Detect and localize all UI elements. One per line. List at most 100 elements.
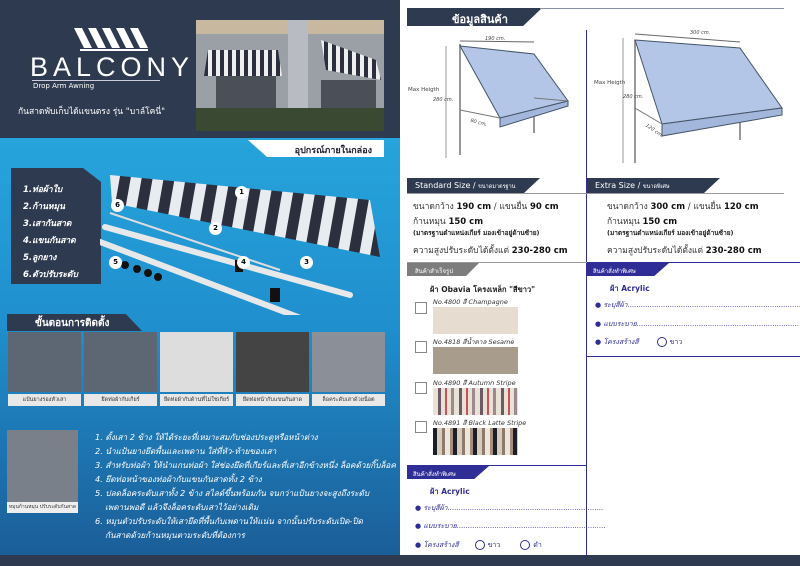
callout-1: 1	[235, 186, 248, 199]
column-divider	[586, 30, 587, 556]
field-label: โครงสร้างสี	[603, 338, 639, 346]
callout-3: 3	[300, 256, 313, 269]
swatch-champagne	[433, 307, 518, 334]
spec-text: ความสูงปรับระดับได้ตั้งแต่	[413, 246, 512, 256]
spec-text: ขนาดกว้าง	[413, 202, 457, 212]
logo-divider	[32, 80, 160, 81]
header-rule	[540, 8, 784, 9]
brand-subtitle: Drop Arm Awning	[33, 82, 95, 90]
swatch-label: No.4800 สี Champagne	[433, 298, 508, 306]
step-text: 1. ตั้งเสา 2 ข้าง ให้ได้ระยะที่เหมาะสมกั…	[95, 432, 318, 442]
spec-text: / แขนยื่น	[685, 202, 724, 212]
diagram-standard	[445, 40, 569, 158]
ready-made-tab: สินค้าสำเร็จรูป	[407, 263, 479, 276]
custom-fabric-title-left: ผ้า Acrylic	[430, 487, 470, 496]
field-label: แบบระบาย	[423, 522, 457, 530]
ext-gear-note: (มาตรฐานตำแหน่งเกียร์ มองเข้าอยู่ด้านซ้า…	[607, 229, 734, 237]
field-label: ระบุสีผ้า	[603, 301, 628, 309]
standard-size-label: Standard Size /	[415, 181, 479, 190]
parts-list: 1.ท่อผ้าใบ 2.ก้านหมุน 3.เสากันสาด 4.แขนก…	[11, 168, 101, 284]
step-text: 5. ปลดล็อคระดับเสาทั้ง 2 ข้าง สไลด์ขึ้นพ…	[95, 488, 370, 498]
swatch-checkbox[interactable]	[415, 341, 427, 353]
part-item: 5.ลูกยาง	[23, 253, 57, 263]
callout-5: 5	[109, 256, 122, 269]
spec-value: 120 cm	[723, 202, 759, 212]
spec-value: 230-280 cm	[705, 246, 762, 256]
custom-order-tab: สินค้าสั่งทำพิเศษ	[587, 263, 669, 276]
product-info-tab: ข้อมูลสินค้า	[407, 8, 542, 26]
fabric-color-field-left[interactable]: ● ระบุสีผ้า.............................…	[415, 504, 604, 512]
step-text: 6. หมุนตัวปรับระดับให้เสายึดที่พื้นกับเพ…	[95, 516, 363, 526]
step-text: กันสาดด้วยก้านหมุนตามระดับที่ต้องการ	[105, 530, 245, 540]
swatch-label: No.4891 สี Black Latte Stripe	[433, 419, 527, 427]
radio-white[interactable]	[474, 540, 485, 550]
style-field[interactable]: ● แบบระบาย..............................…	[595, 320, 800, 328]
step-text: 2. นำแป้นยางยึดพื้นและเพดาน ใส่ที่หัว-ท้…	[95, 446, 277, 456]
standard-size-label-th: ขนาดมาตรฐาน	[478, 184, 516, 190]
awning-logo-icon	[74, 28, 148, 51]
swatch-checkbox[interactable]	[415, 421, 427, 433]
brand-name: BALCONY	[30, 52, 195, 82]
part-item: 2.ก้านหมุน	[23, 202, 65, 212]
custom-order-tab-left: สินค้าสั่งทำพิเศษ	[407, 466, 489, 479]
callout-6: 6	[111, 199, 124, 212]
spec-text: ขนาดกว้าง	[607, 202, 651, 212]
radio-label: ขาว	[487, 541, 501, 549]
fabric-color-field[interactable]: ● ระบุสีผ้า.............................…	[595, 301, 800, 309]
radio-label: ขาว	[669, 338, 683, 346]
ext-width-value: 300 cm.	[690, 30, 711, 36]
step-text: 4. ยึดท่อหน้าของท่อผ้ากับแขนกันสาดทั้ง 2…	[95, 474, 262, 484]
install-photo-caption: หมุนก้านหมุน ปรับระดับกันสาด	[7, 502, 78, 513]
ext-height-label: Max Heigth	[594, 80, 626, 86]
ready-made-title: ผ้า Obavia โครงเหล็ก "สีขาว"	[430, 285, 536, 294]
spec-value: 230-280 cm	[511, 246, 568, 256]
box-contents-tab: อุปกรณ์ภายในกล่อง	[248, 140, 384, 157]
std-crank: ก้านหมุน 150 cm	[413, 214, 483, 228]
part-item: 3.เสากันสาด	[23, 219, 72, 229]
custom-left-rule	[407, 465, 587, 466]
step-text: 3. สำหรับท่อผ้า ให้นำแกนท่อผ้า ใส่ช่องยึ…	[95, 460, 396, 470]
install-steps: 1. ตั้งเสา 2 ข้าง ให้ได้ระยะที่เหมาะสมกั…	[95, 430, 396, 542]
spec-value: 150 cm	[448, 217, 484, 227]
spec-value: 150 cm	[642, 217, 678, 227]
ready-rule	[407, 262, 587, 263]
size-rule	[407, 193, 784, 194]
extra-size-label: Extra Size /	[595, 181, 643, 190]
std-dimensions: ขนาดกว้าง 190 cm / แขนยื่น 90 cm	[413, 199, 559, 213]
swatch-checkbox[interactable]	[415, 302, 427, 314]
extra-size-label-th: ขนาดพิเศษ	[642, 184, 670, 190]
spec-text: / แขนยื่น	[491, 202, 530, 212]
ext-height-value: 280 cm.	[623, 94, 644, 100]
spec-text: ก้านหมุน	[413, 217, 449, 227]
std-height-value: 280 cm.	[433, 97, 454, 103]
frame-color-field-left: ● โครงสร้างสีขาวดำ	[415, 540, 542, 550]
radio-white[interactable]	[656, 337, 667, 347]
custom-fabric-title: ผ้า Acrylic	[610, 284, 650, 293]
swatch-label: No.4818 สีน้ำตาล Sesame	[433, 338, 515, 346]
step-photo	[8, 332, 81, 392]
extra-size-tab: Extra Size / ขนาดพิเศษ	[587, 178, 720, 193]
step-photo	[312, 332, 385, 392]
custom-right-rule	[587, 262, 800, 263]
diagram-extra	[622, 33, 783, 163]
hero-photo	[196, 20, 384, 131]
callout-2: 2	[209, 222, 222, 235]
part-item: 1.ท่อผ้าใบ	[23, 185, 63, 195]
step-photo	[236, 332, 309, 392]
step-caption: ยึดท่อผ้ากับเกียร์	[84, 394, 157, 406]
style-field-left[interactable]: ● แบบระบาย..............................…	[415, 522, 606, 530]
spec-text: ความสูงปรับระดับได้ตั้งแต่	[607, 246, 706, 256]
std-height-range: ความสูงปรับระดับได้ตั้งแต่ 230-280 cm	[413, 243, 568, 257]
field-label: ระบุสีผ้า	[423, 504, 448, 512]
radio-black[interactable]	[520, 540, 531, 550]
std-height-label: Max Heigth	[408, 87, 440, 93]
swatch-checkbox[interactable]	[415, 382, 427, 394]
step-caption: ยึดท่อผ้ากับด้านที่ไม่ใช่เกียร์	[160, 394, 233, 406]
field-label: แบบระบาย	[603, 320, 637, 328]
part-item: 6.ตัวปรับระดับ	[23, 270, 78, 280]
install-photo	[7, 430, 78, 502]
swatch-autumn-stripe	[433, 388, 518, 415]
step-caption: ล็อคระดับเสาด้วยน็อต	[312, 394, 385, 406]
callout-4: 4	[237, 256, 250, 269]
ext-crank: ก้านหมุน 150 cm	[607, 214, 677, 228]
